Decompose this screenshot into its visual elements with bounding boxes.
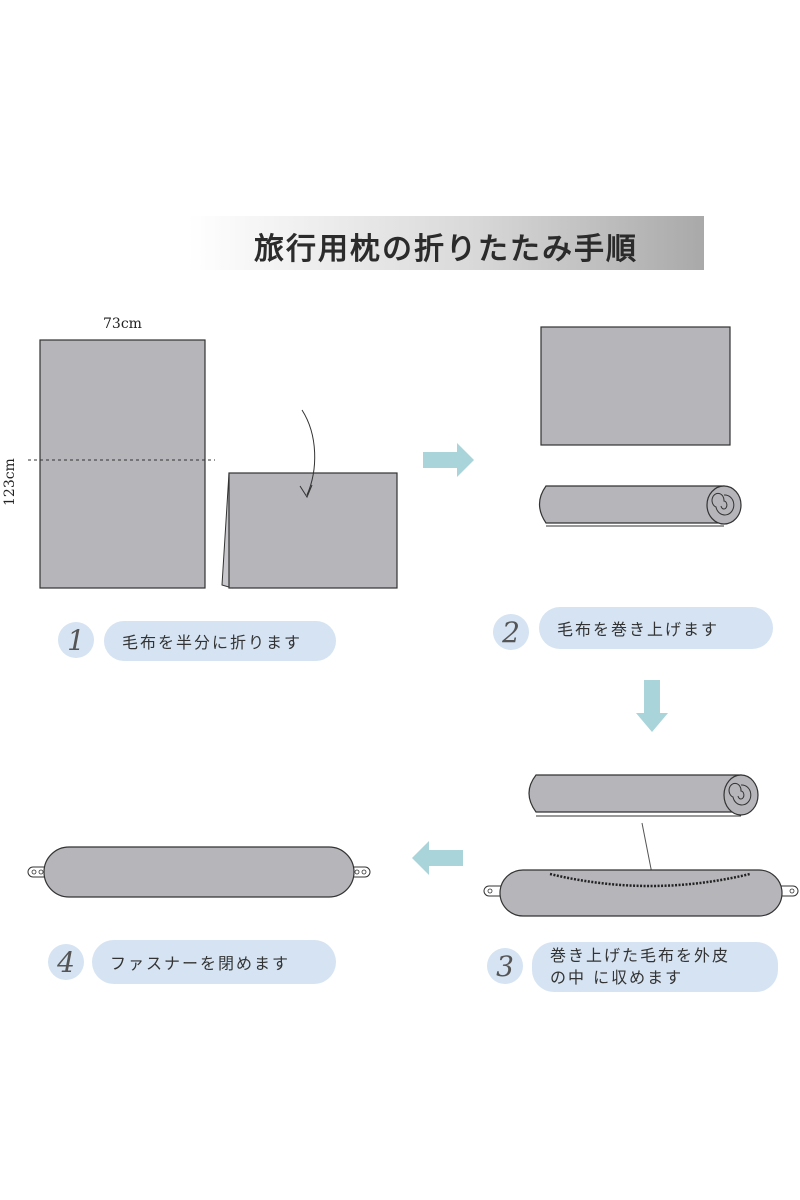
step-3-label: 巻き上げた毛布を外皮 の中 に収めます bbox=[532, 942, 778, 992]
step-3-label-line2: の中 に収めます bbox=[550, 968, 684, 987]
step-4-label: ファスナーを閉めます bbox=[92, 940, 336, 984]
left-arrow-icon bbox=[412, 841, 463, 875]
step-2-number: 2 bbox=[493, 614, 529, 650]
page-title: 旅行用枕の折りたたみ手順 bbox=[254, 232, 638, 267]
pillow-case-open bbox=[483, 869, 799, 917]
blanket-roll bbox=[538, 485, 742, 527]
down-arrow-icon bbox=[636, 680, 668, 732]
height-label: 123cm bbox=[2, 458, 18, 506]
step-3-label-line1: 巻き上げた毛布を外皮 bbox=[550, 946, 731, 965]
width-label: 73cm bbox=[103, 316, 142, 332]
blanket-roll-step3 bbox=[528, 774, 759, 817]
step-1-label: 毛布を半分に折ります bbox=[104, 621, 336, 661]
step-3-number: 3 bbox=[487, 948, 523, 984]
step-1-number: 1 bbox=[58, 622, 94, 658]
blanket-folded-flat bbox=[540, 326, 731, 446]
step-2-label: 毛布を巻き上げます bbox=[539, 607, 773, 649]
step-4-number: 4 bbox=[48, 944, 84, 980]
right-arrow-icon bbox=[423, 443, 474, 477]
pillow-closed bbox=[27, 846, 371, 898]
curved-arrow-icon bbox=[299, 409, 316, 499]
title-banner: 旅行用枕の折りたたみ手順 bbox=[188, 216, 704, 270]
blanket-unfolded bbox=[39, 339, 206, 589]
